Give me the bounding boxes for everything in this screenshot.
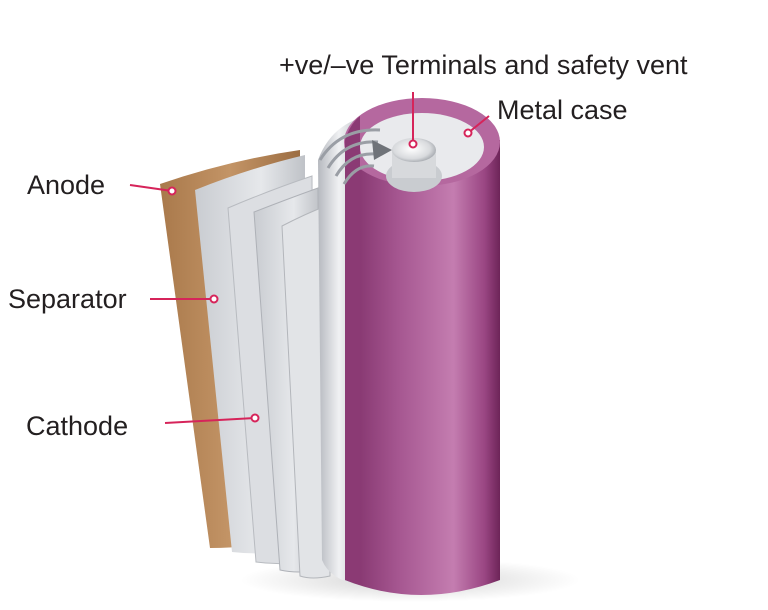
leader-dots [167,128,473,423]
leader-metal-case [467,115,490,134]
case-cut-edge [345,116,360,585]
metal-case-body [345,140,500,595]
terminal-cap [392,138,436,162]
spiral-arrow [372,140,392,160]
leader-cathode [164,417,256,424]
label-terminals: +ve/–ve Terminals and safety vent [279,50,688,80]
label-anode: Anode [27,170,106,200]
label-cathode: Cathode [26,411,129,441]
spiral-winding [318,128,381,185]
inner-sheet [281,205,331,579]
leader-anode [129,184,173,192]
label-separator: Separator [8,284,127,314]
leader-lines [129,92,490,424]
label-metal-case: Metal case [497,95,628,125]
